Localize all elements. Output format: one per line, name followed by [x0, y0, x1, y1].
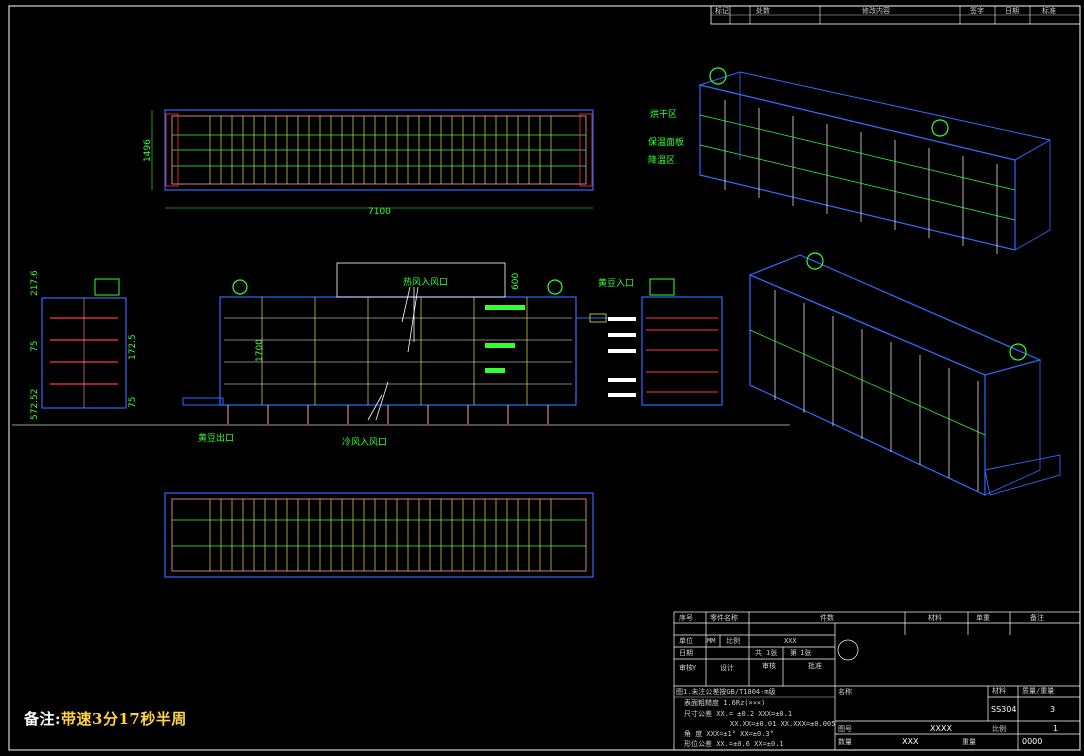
label-cold-air-inlet: 冷风入风口: [342, 436, 387, 448]
tb-weight-value: 质量/重量: [1022, 686, 1054, 695]
tolerance-title: 图1.未注公差按GB/T1804-m级: [676, 687, 776, 696]
remark-prefix: 备注:: [24, 710, 62, 728]
top-view: 1496 7100: [143, 109, 594, 217]
label-hot-air-inlet: 热风入风口: [403, 276, 448, 288]
tb-material-value: SS304: [991, 705, 1016, 714]
tb-code: 0000: [1022, 737, 1042, 746]
rev-header-std: 标准: [1042, 6, 1056, 15]
end-view: [608, 278, 723, 406]
tb-scale-value: 1: [1053, 724, 1058, 733]
tb-sheet-value: 3: [1050, 705, 1055, 714]
tb-drawing-no-label: 图号: [838, 725, 852, 733]
tb-r2-mm: MM: [707, 637, 715, 645]
dim-side-217: 217.6: [30, 270, 40, 296]
tolerance-line-4: 角 度 XXX=±1° XX=±0.3°: [684, 729, 774, 738]
revision-table: 标记 处数 修改内容 签字 日期 标准: [710, 5, 1081, 25]
remark-note: 备注:带速3分17秒半周: [24, 708, 187, 729]
rev-header-sign: 签字: [970, 6, 984, 15]
label-bean-outlet: 黄豆出口: [198, 432, 234, 444]
tolerance-line-1: 表面粗糙度 1.6Rz(×××): [684, 698, 765, 707]
side-view: 217.6 75 172.5 75 572.52: [30, 270, 138, 420]
tb-r4-review: 审核: [679, 663, 693, 672]
dim-side-172: 172.5: [128, 334, 138, 360]
tb-r1-material: 材料: [928, 613, 942, 622]
dim-top-height: 1496: [143, 139, 153, 162]
tb-drawing-name: XXXX: [930, 724, 952, 733]
tb-r3-total-val: 1张: [766, 648, 777, 657]
tb-scale-label: 比例: [992, 724, 1006, 733]
title-block-text: 序号 零件名称 件数 材料 单重 备注 单位 MM 比例 XXX 日期 共 1张…: [676, 613, 1058, 748]
tb-r3-date: 日期: [679, 649, 693, 657]
dim-front-hood: 600: [511, 273, 521, 290]
rev-header-content: 修改内容: [862, 6, 890, 15]
title-block: [673, 611, 1081, 751]
tb-r3-total: 共: [755, 648, 762, 657]
dim-side-572: 572.52: [30, 389, 40, 421]
tb-r1-note: 备注: [1030, 613, 1044, 622]
tolerance-line-5: 形位公差 XX.=±0.6 XX=±0.1: [684, 739, 784, 748]
isometric-view-top: 烘干区 保温面板 降温区: [648, 67, 1052, 254]
tb-drawing-no: XXX: [902, 737, 919, 746]
tb-r1-weight: 单重: [976, 613, 990, 622]
tb-weight-label: 重量: [962, 738, 976, 746]
rev-header-count: 处数: [756, 6, 770, 15]
tb-r4-check: 审核: [762, 661, 776, 670]
tb-name-label: 名称: [838, 687, 852, 696]
tb-r1-qty: 件数: [820, 613, 834, 622]
label-drying-zone: 烘干区: [650, 108, 677, 120]
dim-front-height: 1700: [255, 339, 265, 362]
rev-header-date: 日期: [1005, 7, 1019, 15]
tb-r1-part: 零件名称: [710, 613, 738, 622]
rev-header-mark: 标记: [715, 6, 729, 15]
remark-text: 带速3分17秒半周: [61, 710, 187, 728]
tb-r3-sheet: 第: [790, 648, 797, 657]
tb-sheet-label: 数量: [838, 737, 852, 746]
tb-r2-scale: 比例: [726, 636, 740, 645]
label-cooling-zone: 降温区: [648, 154, 675, 166]
dim-side-75b: 75: [128, 397, 138, 408]
tb-r3-sheet-val: 1张: [800, 648, 811, 657]
tb-material-label: 材料: [992, 686, 1006, 695]
front-view: 1700 600 热风入风口 黄豆入口 黄豆出口 冷风入风口: [182, 262, 634, 448]
dim-side-75a: 75: [30, 341, 40, 352]
label-insulation-panel: 保温面板: [648, 136, 684, 148]
drawing-frame: [8, 5, 1081, 751]
tolerance-line-3: XX.XX=±0.01 XX.XXX=±0.005: [730, 720, 835, 728]
tb-r2-unit: 单位: [679, 636, 693, 645]
isometric-view-bottom: [748, 252, 1061, 496]
bottom-view: [164, 492, 594, 578]
tb-r2-value: XXX: [784, 637, 797, 645]
tb-r4-design: 设计: [720, 663, 734, 672]
tb-r1-seq: 序号: [679, 613, 693, 622]
tb-r4-approve: 批准: [808, 661, 822, 670]
tolerance-line-2: 尺寸公差 XX.= ±0.2 XXX=±0.1: [684, 709, 792, 718]
tb-r4-y: Y: [692, 664, 697, 672]
label-bean-inlet: 黄豆入口: [598, 277, 634, 289]
dim-top-length: 7100: [368, 207, 391, 217]
